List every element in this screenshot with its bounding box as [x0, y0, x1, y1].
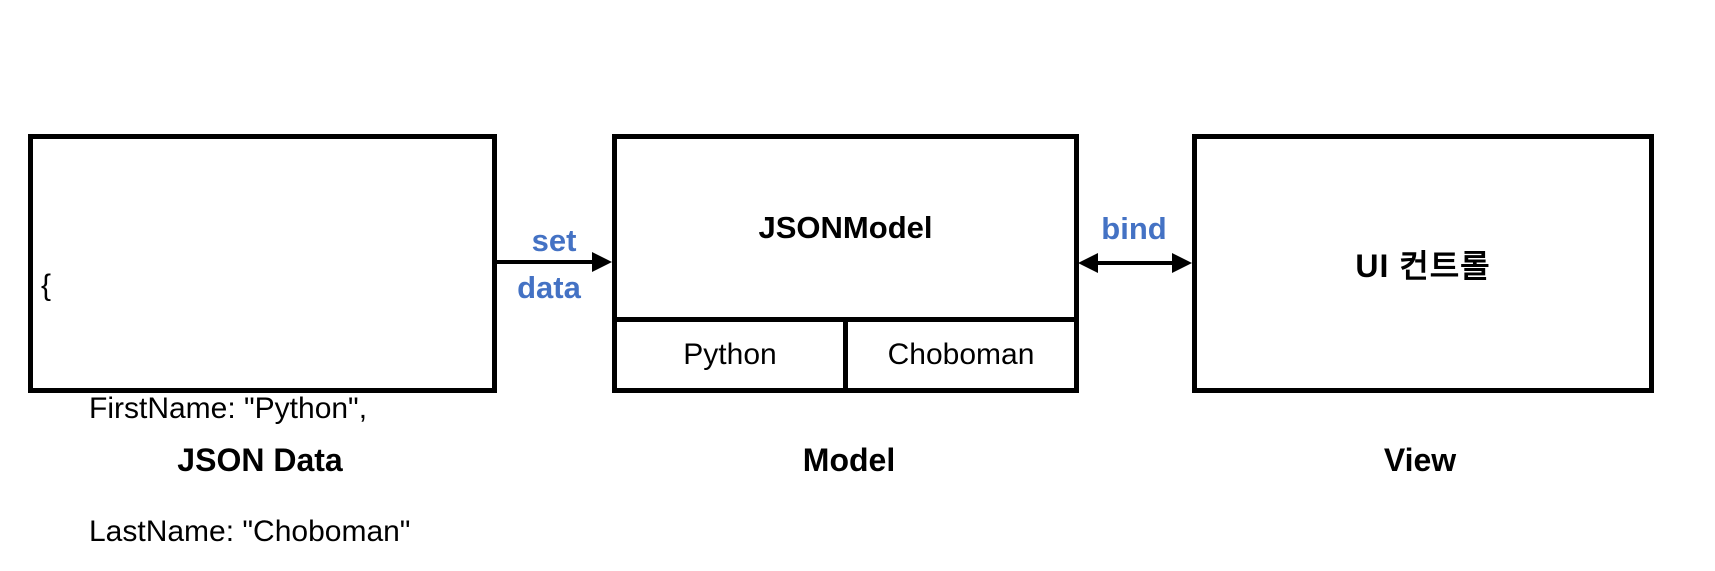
model-box: JSONModel Python Choboman: [612, 134, 1079, 393]
set-data-arrow-line: [496, 260, 594, 264]
model-box-cells-row: Python Choboman: [617, 322, 1074, 388]
view-box: UI 컨트롤: [1192, 134, 1654, 393]
json-code-block: { FirstName: "Python", LastName: "Chobom…: [33, 139, 492, 571]
set-data-label-bottom: data: [517, 270, 581, 305]
view-box-content: UI 컨트롤: [1355, 247, 1491, 284]
view-caption: View: [1383, 442, 1457, 478]
bind-label: bind: [1101, 211, 1167, 246]
json-data-box: { FirstName: "Python", LastName: "Chobom…: [28, 134, 497, 548]
model-cell-lastname: Choboman: [843, 322, 1074, 388]
model-cell-firstname: Python: [683, 338, 777, 371]
json-data-caption: JSON Data: [177, 442, 343, 478]
model-box-title: JSONModel: [617, 139, 1074, 322]
bind-arrow-line: [1094, 261, 1176, 265]
code-line-lastname: LastName: "Choboman": [89, 515, 411, 548]
model-caption: Model: [802, 442, 896, 478]
code-line-open-brace: {: [41, 269, 52, 302]
bind-arrowhead-right-icon: [1172, 253, 1192, 273]
set-data-arrowhead-icon: [592, 252, 612, 272]
code-line-firstname: FirstName: "Python",: [89, 392, 368, 425]
set-data-label-top: set: [531, 223, 577, 258]
bind-arrowhead-left-icon: [1078, 253, 1098, 273]
